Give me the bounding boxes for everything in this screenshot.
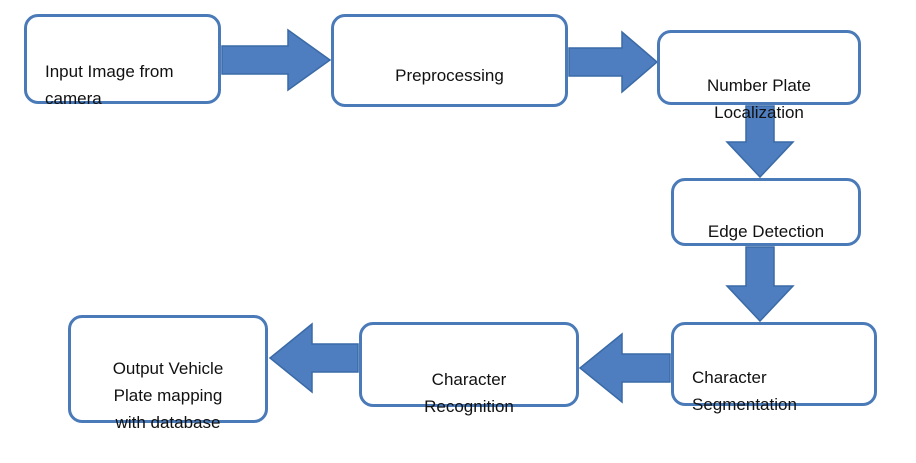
step-character-segmentation: Character Segmentation [671, 322, 877, 414]
step-edge-detection: Edge Detection [671, 178, 861, 246]
arrow-edge-to-segmentation [725, 246, 795, 323]
arrow-layer [221, 28, 795, 404]
arrow-recognition-to-output [268, 322, 359, 394]
step-output-vehicle-plate: Output Vehicle Plate mapping with databa… [68, 315, 268, 432]
step-input-image-label: Input Image from camera [45, 62, 174, 108]
step-number-plate-localization: Number Plate Localization [657, 30, 861, 122]
step-input-image: Input Image from camera [24, 14, 221, 108]
step-preprocessing: Preprocessing [331, 14, 568, 107]
arrow-localization-to-edge [725, 105, 795, 179]
step-edge-detection-label: Edge Detection [707, 222, 825, 241]
arrow-segmentation-to-recognition [578, 332, 671, 404]
flowchart-canvas: Input Image from camera Preprocessing Nu… [24, 14, 877, 432]
step-output-label: Output Vehicle Plate mapping with databa… [112, 359, 224, 432]
step-character-recognition: Character Recognition [359, 322, 579, 416]
arrow-preprocessing-to-localization [568, 30, 659, 94]
step-segmentation-label: Character Segmentation [692, 368, 797, 414]
arrow-input-to-preprocessing [221, 28, 332, 92]
step-preprocessing-label: Preprocessing [395, 66, 504, 85]
step-localization-label: Number Plate Localization [707, 76, 811, 122]
step-recognition-label: Character Recognition [424, 370, 514, 416]
